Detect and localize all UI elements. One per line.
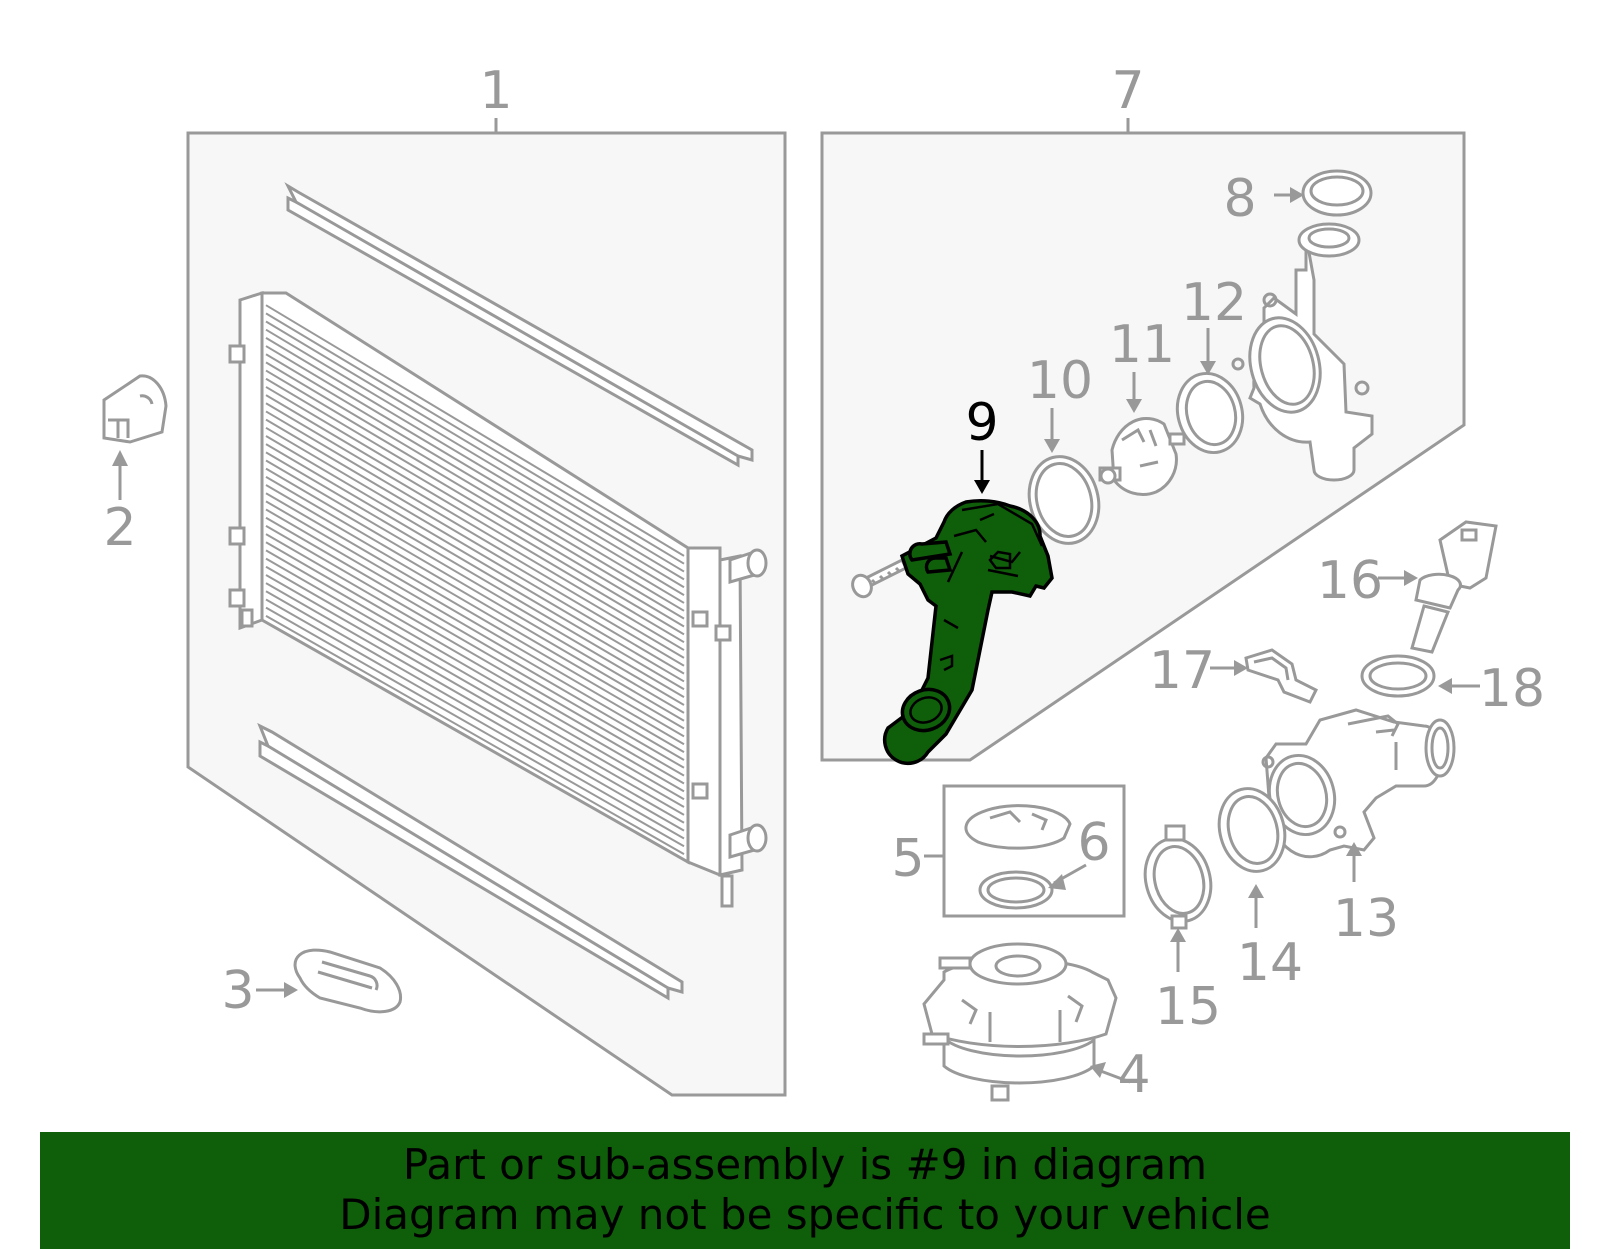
radiator-fin <box>265 614 685 856</box>
radiator-fin <box>265 516 685 761</box>
radiator-fin <box>265 320 685 573</box>
radiator-fin <box>265 426 685 675</box>
part-3-mount <box>293 948 403 1014</box>
radiator-fin <box>265 475 685 722</box>
callout-12: 12 <box>1181 273 1247 333</box>
radiator-fin <box>265 377 685 628</box>
bolt <box>851 557 909 599</box>
radiator-fin <box>265 312 685 565</box>
callout-5: 5 <box>891 829 924 889</box>
part-2-bracket <box>102 374 168 444</box>
radiator-fin <box>265 492 685 738</box>
radiator-fin <box>265 361 685 612</box>
radiator-fin <box>265 606 685 848</box>
radiator-fin <box>265 394 685 644</box>
part-14-ring <box>1217 787 1287 873</box>
part-10-seal <box>1027 455 1101 545</box>
part-18-seal <box>1360 654 1436 698</box>
arrow-15 <box>1170 928 1186 942</box>
radiator-fin <box>265 467 685 714</box>
arrow-10 <box>1044 439 1060 453</box>
part-15-clamp <box>1143 824 1213 930</box>
radiator-fin <box>265 337 685 589</box>
arrow-18 <box>1438 678 1452 694</box>
part-13-outlet <box>1261 708 1456 859</box>
arrow-3 <box>284 982 298 998</box>
callout-9: 9 <box>965 393 998 453</box>
callout-18: 18 <box>1479 659 1545 719</box>
callout-4: 4 <box>1117 1045 1150 1105</box>
radiator-fin <box>265 304 685 557</box>
radiator-fin <box>265 345 685 596</box>
thermostat-housing <box>1231 222 1374 482</box>
part-17-gasket <box>1244 648 1319 704</box>
callout-14: 14 <box>1237 933 1303 993</box>
radiator-fin <box>265 451 685 699</box>
part-5-cap <box>964 804 1072 850</box>
radiator-fins <box>265 304 685 856</box>
radiator-fin <box>265 386 685 636</box>
arrow-6 <box>1048 874 1066 890</box>
callout-6: 6 <box>1077 813 1110 873</box>
radiator <box>228 290 768 908</box>
arrow-16 <box>1404 570 1418 586</box>
radiator-fin <box>265 459 685 706</box>
arrow-2 <box>112 450 128 466</box>
radiator-fin <box>265 549 685 793</box>
callout-13: 13 <box>1333 889 1399 949</box>
callout-16: 16 <box>1317 551 1383 611</box>
callout-3: 3 <box>221 961 254 1021</box>
part-9-coolant-pipe <box>882 499 1054 766</box>
callout-11: 11 <box>1109 315 1175 375</box>
radiator-fin <box>265 598 685 840</box>
callout-2: 2 <box>103 498 136 558</box>
radiator-fin <box>265 402 685 651</box>
part-16-sensor <box>1410 520 1498 654</box>
radiator-fin <box>265 328 685 581</box>
radiator-fin <box>265 418 685 667</box>
callout-1: 1 <box>479 61 512 121</box>
radiator-fin <box>265 541 685 785</box>
upper-seal-strip <box>284 182 754 468</box>
arrow-4 <box>1090 1062 1106 1078</box>
arrow-17 <box>1234 660 1248 676</box>
callout-7: 7 <box>1111 61 1144 121</box>
banner-line-2: Diagram may not be specific to your vehi… <box>339 1190 1271 1239</box>
part-8-ring <box>1301 169 1373 217</box>
banner-line-1: Part or sub-assembly is #9 in diagram <box>402 1140 1208 1189</box>
part-6-seal <box>978 870 1054 910</box>
radiator-fin <box>265 443 685 691</box>
radiator-fin <box>265 533 685 777</box>
arrow-8 <box>1290 187 1304 203</box>
radiator-fin <box>265 369 685 620</box>
radiator-fin <box>265 582 685 824</box>
radiator-fin <box>265 590 685 832</box>
part-11-thermostat <box>1098 416 1186 496</box>
radiator-fin <box>265 435 685 683</box>
part-4-expansion-tank <box>922 942 1118 1102</box>
arrow-11 <box>1126 399 1142 413</box>
arrow-12 <box>1200 361 1216 375</box>
callout-17: 17 <box>1149 641 1215 701</box>
lower-seal-strip <box>257 722 684 1001</box>
part-12-ring <box>1175 371 1245 455</box>
radiator-fin <box>265 525 685 769</box>
callout-10: 10 <box>1027 351 1093 411</box>
radiator-fin <box>265 410 685 659</box>
radiator-fin <box>265 508 685 753</box>
callout-15: 15 <box>1155 977 1221 1037</box>
arrow-14 <box>1248 884 1264 898</box>
radiator-fin <box>265 353 685 604</box>
radiator-fin <box>265 574 685 816</box>
callout-8: 8 <box>1223 169 1256 229</box>
arrow-13 <box>1346 842 1362 856</box>
radiator-fin <box>265 500 685 746</box>
info-banner: Part or sub-assembly is #9 in diagram Di… <box>40 1132 1570 1249</box>
arrow-9 <box>974 480 990 494</box>
radiator-fin <box>265 557 685 801</box>
radiator-fin <box>265 565 685 808</box>
radiator-fin <box>265 484 685 730</box>
